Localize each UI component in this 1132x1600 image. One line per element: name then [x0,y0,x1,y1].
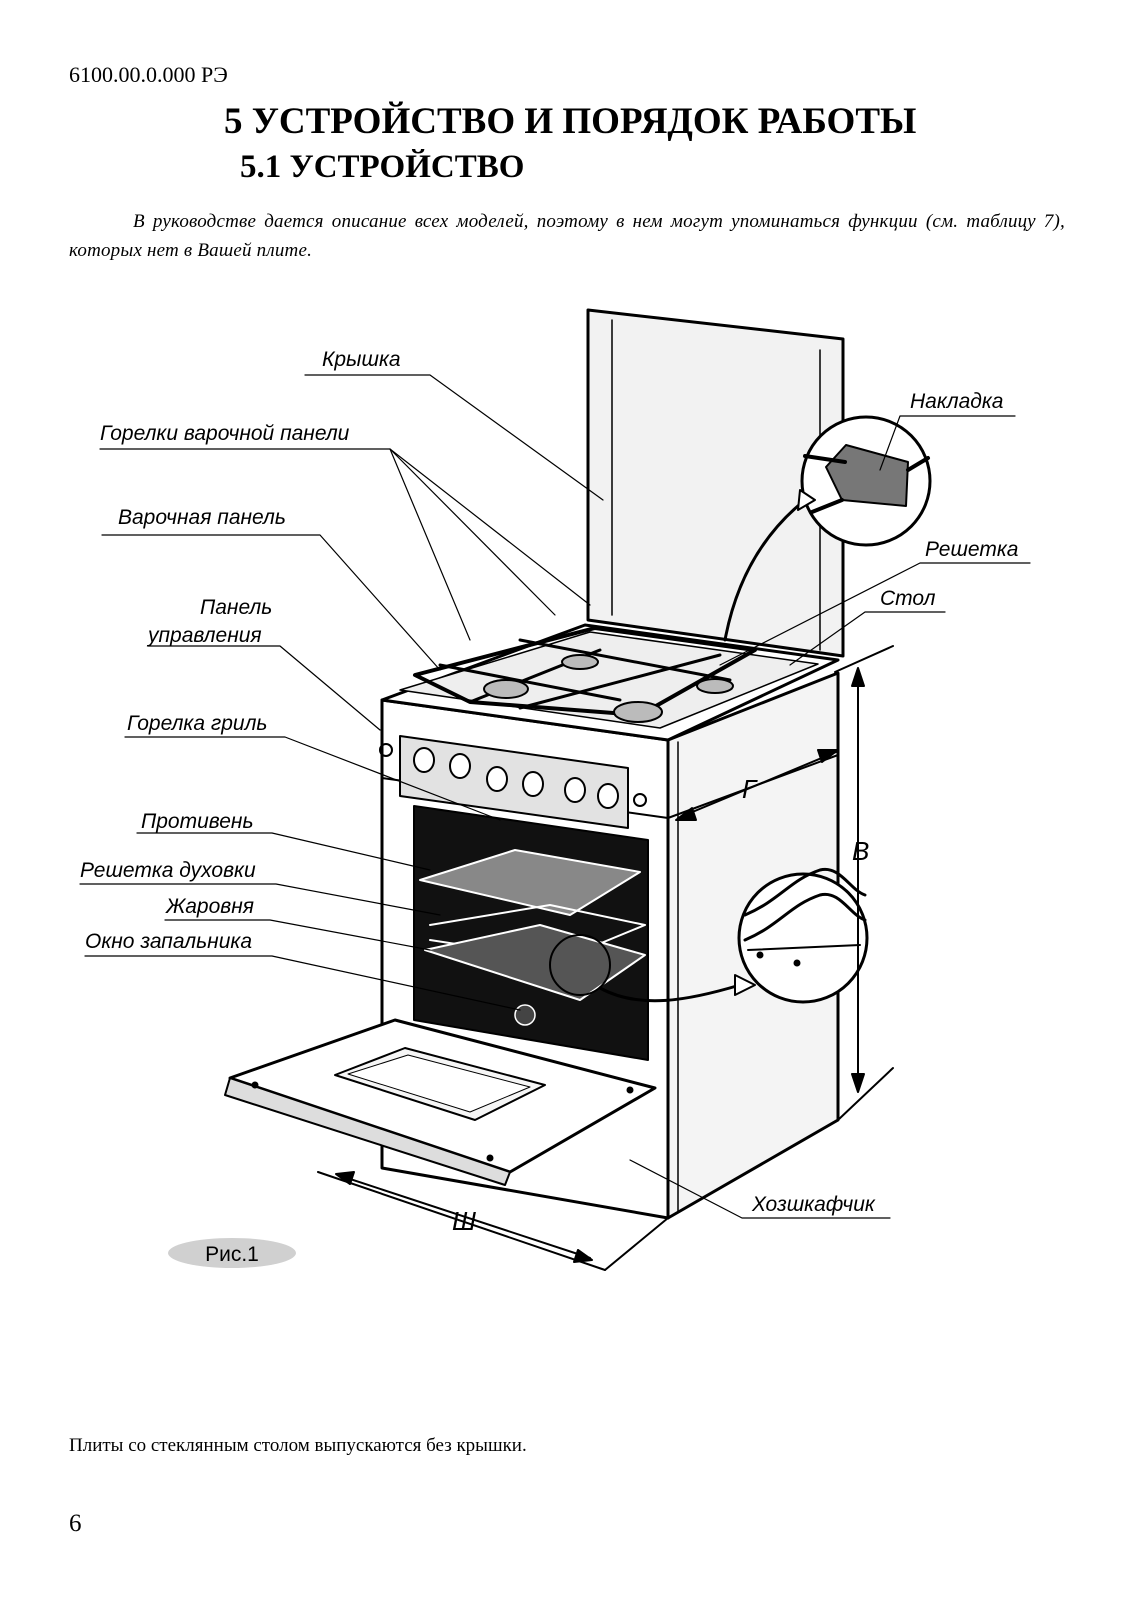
label-grate: Решетка [925,538,1018,561]
label-overlay: Накладка [910,390,1004,413]
dimension-depth-label: Г [742,774,758,804]
label-control-panel-line1: Панель [200,596,272,619]
label-utility-drawer: Хозшкафчик [751,1193,876,1216]
label-grill-burner: Горелка гриль [127,712,267,735]
control-panel-drawing [379,735,647,829]
dimension-height-label: В [852,836,869,866]
document-code: 6100.00.0.000 РЭ [69,62,228,87]
stove-diagram: Крышка Горелки варочной панели Варочная … [79,308,1031,1271]
label-hob: Варочная панель [118,506,286,529]
label-lid: Крышка [322,348,401,371]
figure-caption-badge: Рис.1 [168,1238,296,1268]
section-title: 5 УСТРОЙСТВО И ПОРЯДОК РАБОТЫ [224,101,917,142]
figure-caption: Рис.1 [205,1243,259,1266]
page-number: 6 [69,1510,82,1537]
label-table: Стол [880,587,936,610]
oven-door-drawing [224,1018,657,1186]
grate-detail-circle [800,415,932,547]
dimension-width-label: Ш [452,1206,476,1236]
rack-detail-circle [737,867,869,1004]
label-baking-tray: Противень [141,810,254,833]
label-igniter-window: Окно запальника [85,930,252,953]
label-oven-rack: Решетка духовки [80,859,256,882]
intro-paragraph: В руководстве дается описание всех модел… [69,211,1065,261]
oven-cavity [413,805,649,1061]
glass-top-note: Плиты со стеклянным столом выпускаются б… [69,1435,527,1456]
label-control-panel-line2: управления [146,624,262,647]
hob-drawing [380,623,840,742]
subsection-title: 5.1 УСТРОЙСТВО [240,149,525,185]
leader-lines [79,374,1031,1219]
label-roasting-pan: Жаровня [165,895,254,918]
lid-drawing [586,308,845,658]
label-hob-burners: Горелки варочной панели [100,422,350,445]
dimension-lines [317,645,894,1271]
